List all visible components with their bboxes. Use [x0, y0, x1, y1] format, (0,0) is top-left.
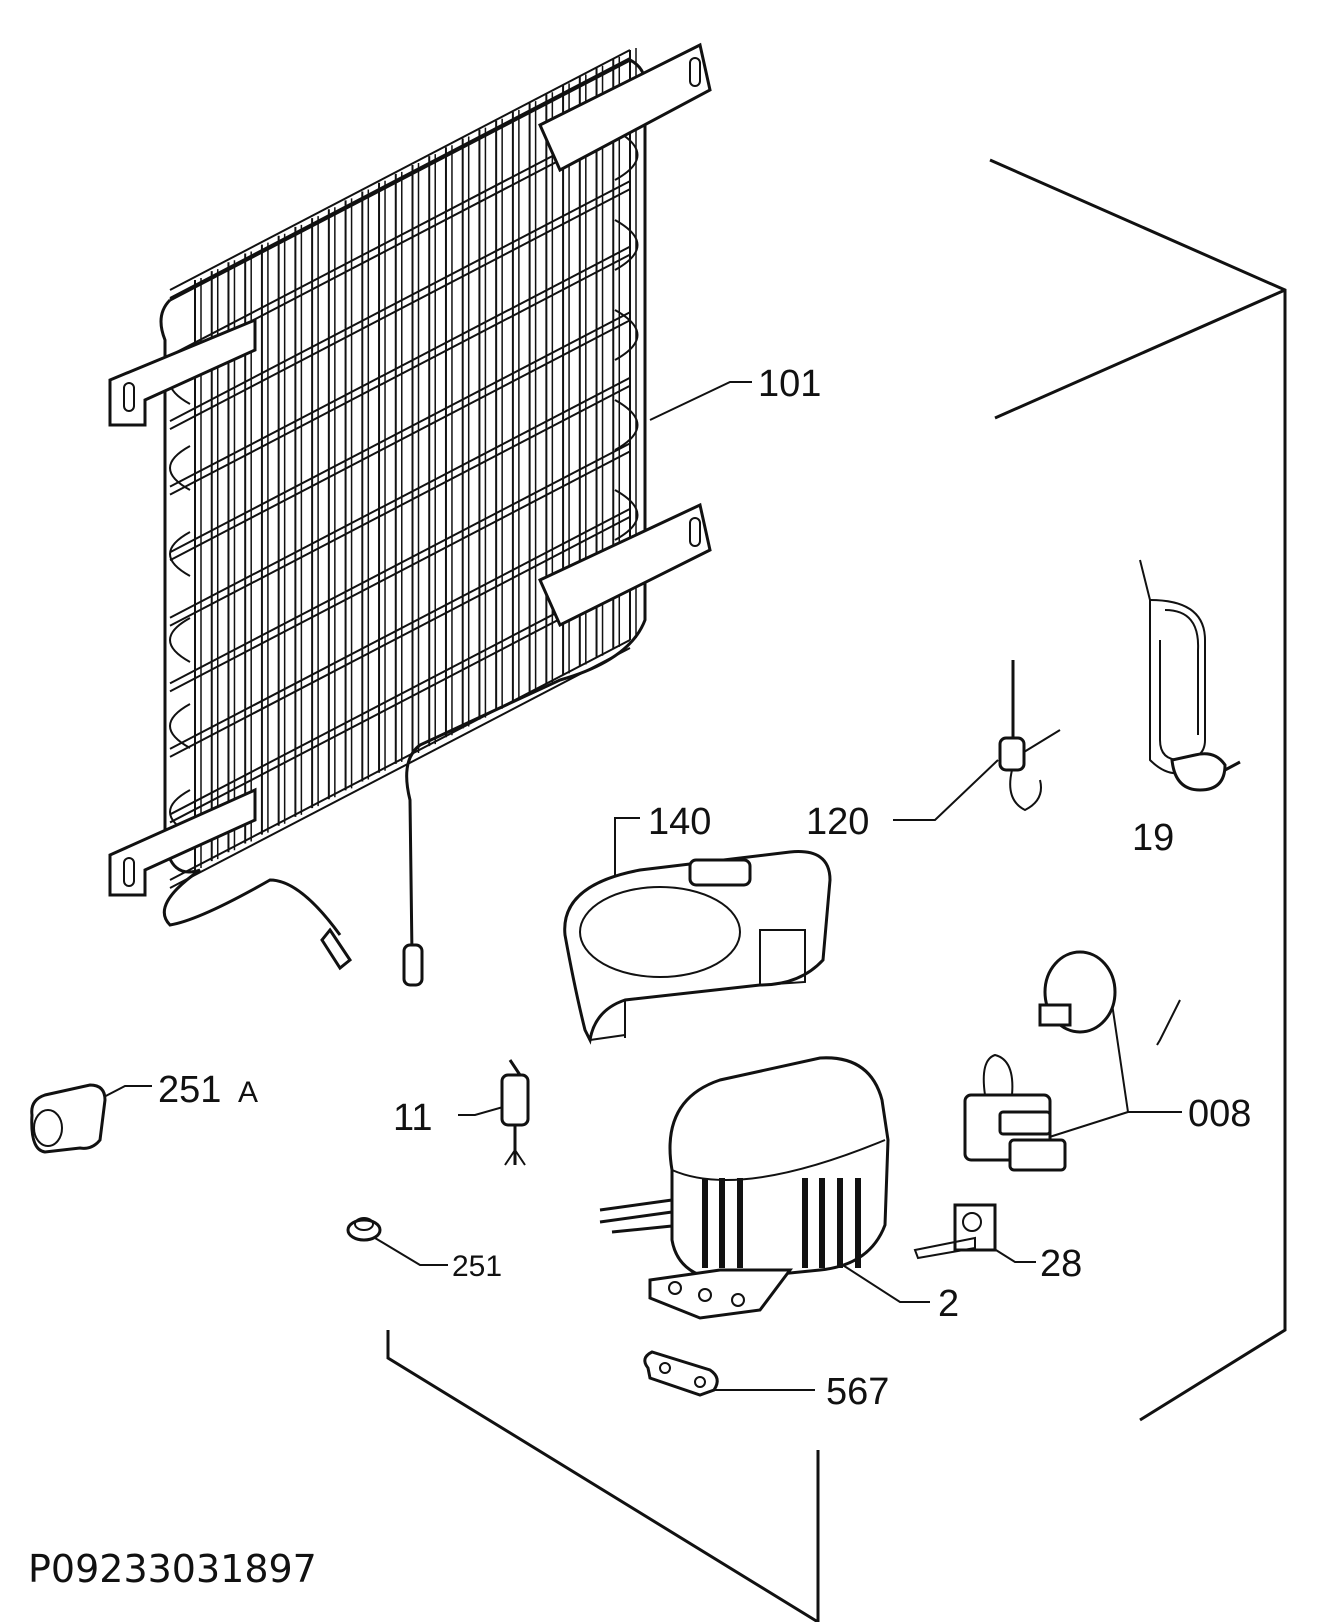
label-101: 101	[758, 363, 821, 405]
cabinet-outline	[386, 158, 1287, 1622]
diagram-code: P09233031897	[28, 1547, 317, 1591]
foot-a-part	[30, 1083, 107, 1154]
label-11: 11	[393, 1097, 432, 1139]
filter-drier-part	[500, 1059, 530, 1166]
label-251: 251	[452, 1250, 502, 1283]
label-008: 008	[1188, 1093, 1251, 1135]
compressor-stripes	[702, 1178, 861, 1268]
bracket-part	[643, 1350, 719, 1397]
label-567: 567	[826, 1371, 889, 1413]
condenser-grid	[108, 42, 712, 987]
relay-group-part	[963, 950, 1117, 1172]
grommet-part	[346, 1217, 382, 1242]
label-19: 19	[1132, 817, 1174, 859]
clip-part	[913, 1203, 997, 1260]
power-cable-part	[1139, 559, 1241, 792]
label-120: 120	[806, 801, 869, 843]
label-140: 140	[648, 801, 711, 843]
drip-tray-part	[563, 850, 832, 1045]
compressor-part	[599, 1056, 890, 1320]
sensor-part	[998, 660, 1061, 812]
label-251a: 251	[158, 1069, 221, 1111]
label-251a-suffix: A	[238, 1076, 258, 1109]
leader-lines	[97, 381, 1182, 1391]
label-28: 28	[1040, 1243, 1082, 1285]
label-2: 2	[938, 1283, 959, 1325]
